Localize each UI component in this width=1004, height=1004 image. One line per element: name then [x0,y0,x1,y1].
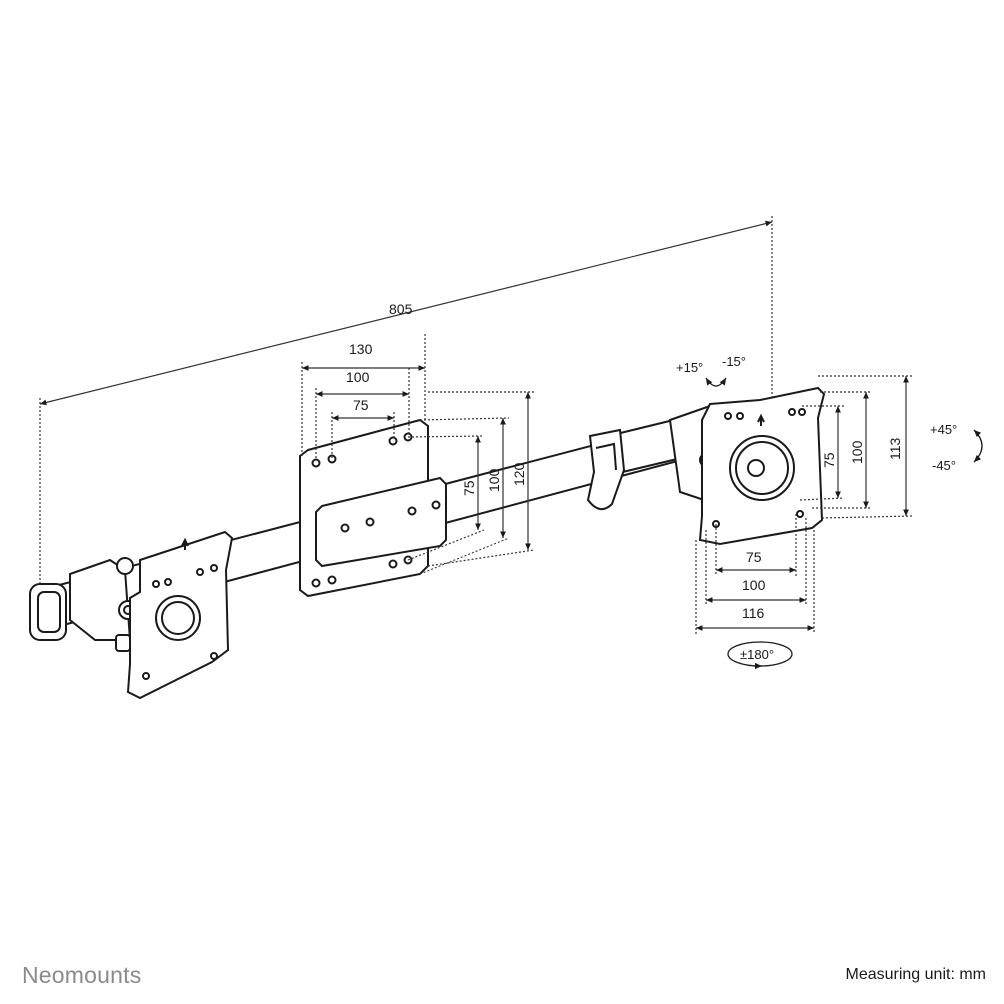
angle-swivel-minus: -45° [932,458,956,473]
dim-right-width-116: 116 [742,605,765,621]
left-mount-head [69,530,234,700]
center-adapter-plate [299,418,447,598]
dim-right-width-75: 75 [746,549,762,565]
dim-right-height-113: 113 [887,437,903,460]
dim-center-width-75: 75 [353,397,369,413]
rotation-arrows [705,377,983,670]
angle-tilt-down: -15° [722,354,746,369]
dim-center-height-120: 120 [511,462,527,486]
angle-swivel-plus: +45° [930,422,957,437]
angle-rotation: ±180° [740,647,774,662]
left-end-cap [29,583,67,641]
dim-right-height-100: 100 [849,440,865,464]
dim-center-height-75: 75 [461,480,477,496]
dimension-lines [39,216,913,634]
dim-right-width-100: 100 [742,577,766,593]
dim-right-height-75: 75 [821,452,837,468]
brand-logo-text: Neomounts [22,962,142,988]
dim-overall-width: 805 [389,301,413,317]
dim-center-width-100: 100 [346,369,370,385]
right-mount-head [668,386,826,546]
angle-tilt-up: +15° [676,360,703,375]
dimension-labels: 805 130 100 75 75 100 120 75 100 113 75 … [346,301,957,662]
pole-clamp [586,428,626,511]
dim-center-width-130: 130 [349,341,373,357]
dim-center-height-100: 100 [486,468,502,492]
measuring-unit-note: Measuring unit: mm [845,966,987,983]
